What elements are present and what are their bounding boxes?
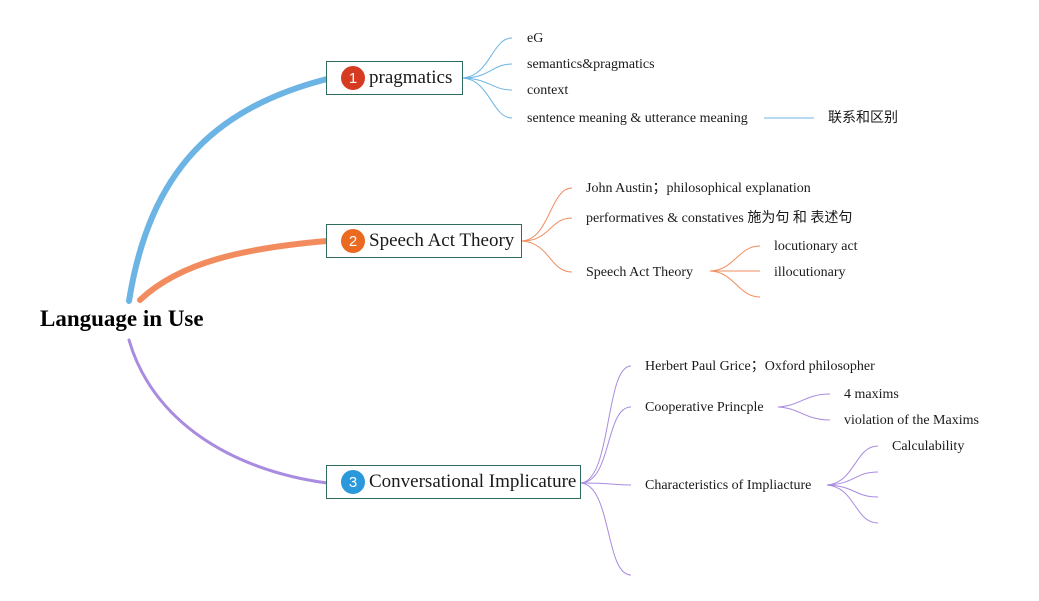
topic-conversational-implicature[interactable]: 3 Conversational Implicature <box>326 465 581 499</box>
leaf-cooperative-principle[interactable]: Cooperative Princple <box>645 400 764 415</box>
number-badge-icon: 1 <box>341 66 365 90</box>
number-badge-icon: 3 <box>341 470 365 494</box>
topic-label: Speech Act Theory <box>369 230 515 251</box>
topic-label: Conversational Implicature <box>369 471 577 492</box>
leaf-4-maxims[interactable]: 4 maxims <box>844 387 899 402</box>
leaf-calculability[interactable]: Calculability <box>892 439 965 454</box>
leaf-illocutionary[interactable]: illocutionary <box>774 265 846 280</box>
leaf-speech-act-theory[interactable]: Speech Act Theory <box>586 265 694 280</box>
leaf-relation[interactable]: 联系和区别 <box>828 111 898 126</box>
leaf-eg[interactable]: eG <box>527 31 544 46</box>
leaf-violation-of-maxims[interactable]: violation of the Maxims <box>844 413 979 428</box>
branch-speech-act <box>137 238 330 303</box>
number-badge-icon: 2 <box>341 229 365 253</box>
leaf-sentence-utterance-meaning[interactable]: sentence meaning & utterance meaning <box>527 111 748 126</box>
topic-pragmatics[interactable]: 1 pragmatics <box>326 61 463 95</box>
leaf-performatives-constatives[interactable]: performatives & constatives 施为句 和 表述句 <box>586 211 853 226</box>
leaf-characteristics[interactable]: Characteristics of Impliacture <box>645 478 812 493</box>
leaf-locutionary-act[interactable]: locutionary act <box>774 239 858 254</box>
leaf-john-austin[interactable]: John Austin；philosophical explanation <box>586 181 811 196</box>
leaf-semantics-pragmatics[interactable]: semantics&pragmatics <box>527 57 655 72</box>
topic-label: pragmatics <box>369 67 453 88</box>
leaf-context[interactable]: context <box>527 83 569 98</box>
root-topic[interactable]: Language in Use <box>40 306 204 331</box>
branch-pragmatics <box>126 76 330 304</box>
leaf-herbert-paul-grice[interactable]: Herbert Paul Grice；Oxford philosopher <box>645 359 875 374</box>
topic-speech-act-theory[interactable]: 2 Speech Act Theory <box>326 224 522 258</box>
branch-conversational <box>127 338 329 485</box>
